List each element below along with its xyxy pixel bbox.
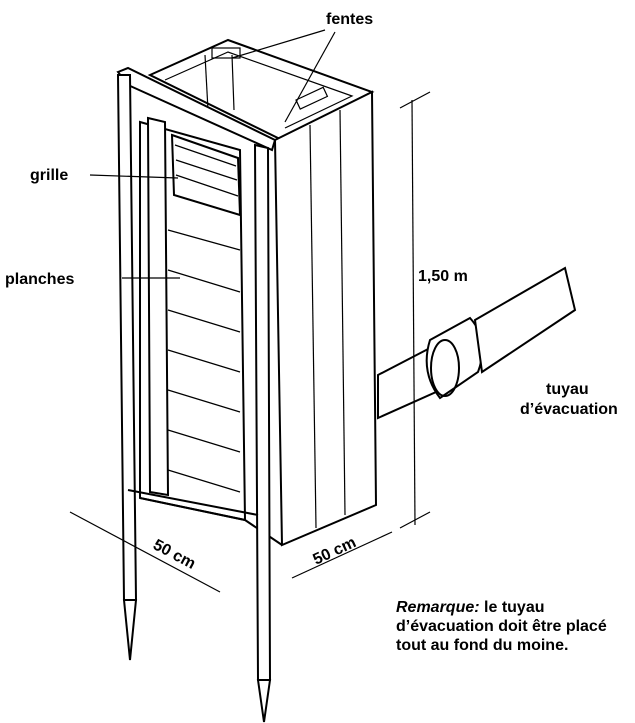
drain-pipe <box>377 266 577 420</box>
remark-lead: Remarque: <box>396 599 480 616</box>
label-pipe-2: d’évacuation <box>520 401 618 418</box>
dimension-lines <box>69 91 431 593</box>
remark-text: le tuyau d’évacuation doit être placé to… <box>396 599 607 654</box>
remark-note: Remarque: le tuyau d’évacuation doit êtr… <box>396 598 626 655</box>
monk-box <box>139 38 378 547</box>
label-width-side: 50 cm <box>311 534 359 569</box>
label-slots: fentes <box>326 11 373 28</box>
label-boards: planches <box>5 271 74 288</box>
boards <box>167 229 241 493</box>
label-pipe-1: tuyau <box>546 381 589 398</box>
label-grille: grille <box>30 167 68 184</box>
front-frame <box>116 66 277 723</box>
label-height: 1,50 m <box>418 268 468 285</box>
leader-arrows <box>89 29 336 279</box>
